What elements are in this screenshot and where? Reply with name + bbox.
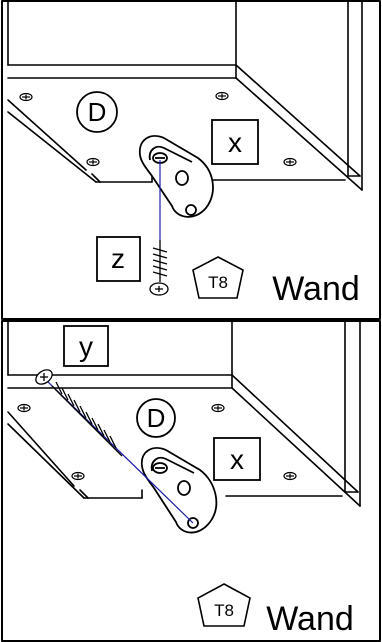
svg-text:x: x (228, 127, 242, 158)
bracket-label-x: x (211, 119, 259, 165)
screw-z (149, 240, 169, 296)
panel-1-frame (1, 0, 381, 320)
torx-t8-icon: T8 (197, 583, 251, 627)
screw-label-y: y (63, 325, 109, 367)
cam-fittings (19, 91, 297, 167)
svg-text:y: y (79, 331, 93, 362)
step-panel-2: D x y (1, 320, 381, 642)
svg-text:z: z (111, 243, 125, 274)
screw-y (35, 369, 123, 457)
bracket-label-x: x (213, 437, 261, 481)
bracket-x (140, 447, 218, 534)
svg-text:T8: T8 (214, 601, 234, 620)
svg-text:x: x (230, 444, 244, 475)
target-label-wand: Wand (272, 270, 360, 308)
svg-text:D: D (147, 403, 166, 433)
panel-2-frame (1, 320, 381, 642)
svg-text:D: D (88, 97, 107, 127)
part-label-d: D (136, 398, 176, 438)
cam-fittings (17, 403, 297, 481)
screw-label-z: z (96, 236, 141, 282)
svg-text:T8: T8 (208, 273, 228, 292)
bracket-x (138, 135, 214, 218)
part-label-d: D (76, 91, 118, 133)
target-label-wand: Wand (266, 600, 354, 638)
step-panel-1: D x z (1, 0, 381, 320)
torx-t8-icon: T8 (192, 256, 244, 299)
